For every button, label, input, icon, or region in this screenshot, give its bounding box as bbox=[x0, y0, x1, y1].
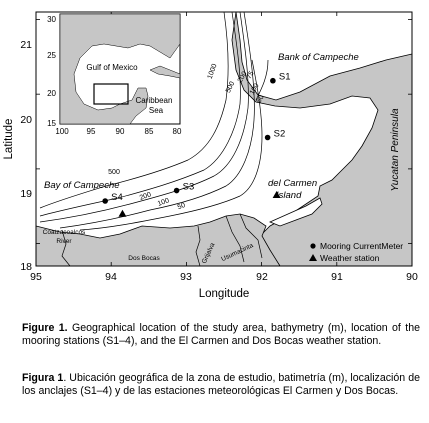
contour-label: 100 bbox=[249, 82, 261, 96]
rivers bbox=[61, 213, 263, 267]
y-tick-label: 18 bbox=[20, 261, 32, 273]
dos-bocas-label: Dos Bocas bbox=[128, 255, 160, 262]
y-axis-title: Latitude bbox=[3, 119, 15, 160]
island-label: Island bbox=[276, 190, 302, 201]
station-label-s4: S4 bbox=[111, 192, 123, 203]
inset-cuba bbox=[149, 65, 181, 79]
caption-english: Figure 1. Geographical location of the s… bbox=[22, 322, 420, 348]
contour-label: 1000 bbox=[207, 63, 219, 80]
x-axis-title: Longitude bbox=[199, 288, 250, 300]
x-tick-label: 93 bbox=[180, 271, 192, 283]
legend-weather-label: Weather station bbox=[320, 253, 380, 263]
inset-gulf-label: Gulf of Mexico bbox=[86, 63, 138, 72]
caption-english-text: Geographical location of the study area,… bbox=[22, 322, 420, 347]
inset-study-box bbox=[93, 83, 129, 105]
station-marker-s4 bbox=[102, 198, 108, 204]
river-label: River bbox=[56, 238, 72, 245]
y-tick-label: 19 bbox=[20, 188, 32, 200]
caption-spanish-text: . Ubicación geográfica de la zona de est… bbox=[22, 372, 421, 397]
contour-label: 500 bbox=[108, 169, 120, 176]
legend-weather-marker bbox=[309, 254, 317, 261]
x-tick-label: 94 bbox=[105, 271, 117, 283]
weather-stations bbox=[118, 191, 281, 217]
inset-x-tick: 80 bbox=[173, 127, 182, 136]
legend-mooring-label: Mooring CurrentMeter bbox=[320, 241, 403, 251]
contour-label: 50 bbox=[177, 202, 187, 211]
station-label-s2: S2 bbox=[274, 129, 286, 140]
x-tick-label: 91 bbox=[331, 271, 343, 283]
caption-spanish-label: Figura 1 bbox=[22, 372, 64, 384]
y-tick-label: 20 bbox=[20, 114, 32, 126]
legend-mooring-marker bbox=[310, 243, 316, 249]
station-marker-s2 bbox=[264, 134, 271, 141]
study-area-map: 95 94 93 92 91 90 18 19 20 21 Longitude … bbox=[3, 11, 418, 300]
contour-label: 200 bbox=[139, 191, 152, 202]
contour-label: 50 bbox=[256, 94, 266, 104]
inset-x-tick: 95 bbox=[87, 127, 96, 136]
inset-y-tick: 20 bbox=[47, 89, 56, 98]
bathymetry-contours bbox=[39, 11, 269, 231]
bay-of-campeche-label: Bay of Campeche bbox=[44, 180, 120, 191]
contour-label: 100 bbox=[157, 197, 170, 208]
del-carmen-label: del Carmen bbox=[268, 178, 317, 189]
inset-sea-label: Sea bbox=[149, 106, 164, 115]
station-marker-s1 bbox=[270, 77, 276, 84]
del-carmen-island bbox=[268, 197, 323, 227]
contour-label: 75 bbox=[246, 70, 256, 80]
yucatan-peninsula-label: Yucatan Peninsula bbox=[390, 108, 401, 191]
caption-spanish: Figura 1. Ubicación geográfica de la zon… bbox=[22, 372, 420, 398]
x-tick-label: 95 bbox=[30, 271, 42, 283]
x-tick-label: 90 bbox=[406, 271, 418, 283]
caption-english-label: Figure 1. bbox=[22, 322, 68, 334]
inset-x-tick: 90 bbox=[116, 127, 125, 136]
contour-label: 200 bbox=[237, 70, 249, 84]
inset-y-tick: 15 bbox=[47, 119, 56, 128]
inset-x-tick: 100 bbox=[55, 127, 69, 136]
inset-caribbean-label: Caribbean bbox=[136, 96, 173, 105]
contour-label: 500 bbox=[225, 81, 236, 95]
x-tick-label: 92 bbox=[256, 271, 268, 283]
weather-station-marker bbox=[272, 191, 281, 199]
bank-of-campeche-label: Bank of Campeche bbox=[278, 52, 359, 63]
inset-y-tick: 30 bbox=[47, 15, 56, 24]
inset-land-north bbox=[59, 13, 181, 125]
inset-y-tick: 25 bbox=[47, 51, 56, 60]
station-marker-s3 bbox=[173, 187, 180, 194]
station-label-s1: S1 bbox=[279, 72, 291, 83]
inset-x-tick: 85 bbox=[145, 127, 154, 136]
southern-land bbox=[35, 213, 281, 267]
axis-ticks bbox=[35, 12, 413, 266]
map-frame bbox=[35, 11, 413, 267]
station-label-s3: S3 bbox=[183, 182, 195, 193]
weather-station-marker bbox=[118, 209, 127, 217]
yucatan-land bbox=[231, 11, 413, 267]
y-tick-label: 21 bbox=[20, 39, 32, 51]
inset-map: Gulf of Mexico Caribbean Sea 100 95 90 8… bbox=[47, 13, 182, 136]
coatzacoalcos-label: Coatzacoalcos bbox=[43, 229, 86, 236]
